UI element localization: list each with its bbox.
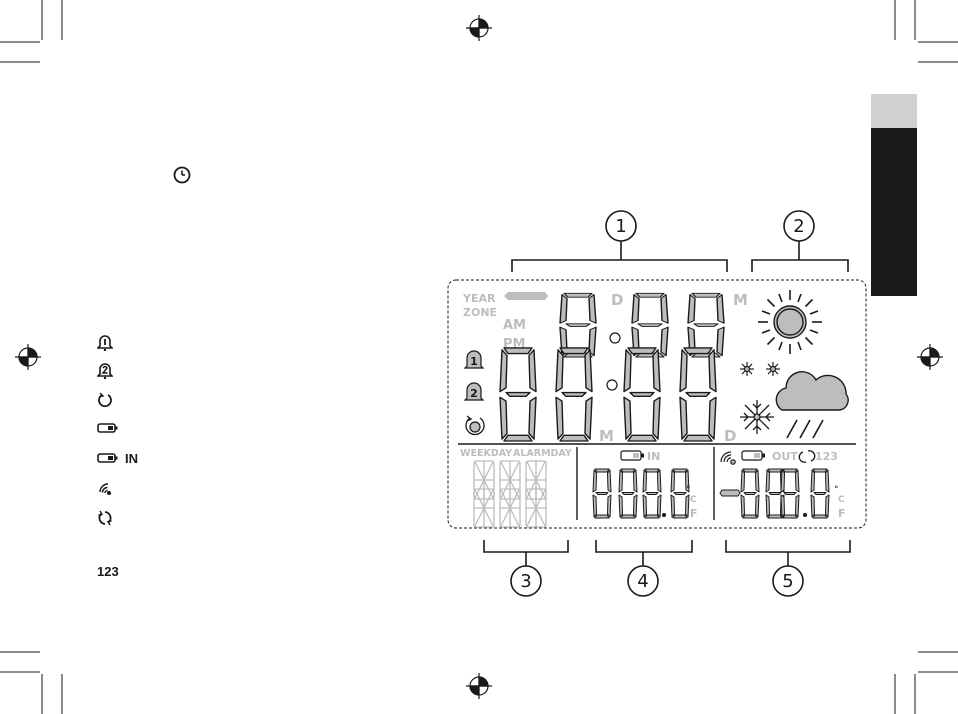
colon-dot — [610, 333, 620, 343]
lcd-alarm-1-glyph: 1 — [470, 355, 478, 368]
outdoor-temp-digits — [720, 469, 829, 518]
lcd-time-digit — [556, 348, 592, 441]
outdoor-unit-f: F — [838, 507, 846, 520]
d-top-label: D — [611, 291, 623, 309]
lcd-time-digit — [680, 348, 716, 441]
outdoor-refresh-icon — [799, 451, 814, 462]
colon-dot — [607, 380, 617, 390]
snowflake-small-icon — [740, 362, 780, 376]
outdoor-signal-icon — [721, 452, 735, 464]
sun-icon — [758, 290, 822, 354]
cloud-icon — [776, 372, 848, 410]
m-top-label: M — [733, 291, 748, 309]
year-digit-bar — [504, 292, 548, 300]
lcd-time-digit — [624, 348, 660, 441]
indoor-unit-f: F — [690, 507, 698, 520]
year-label: YEAR — [462, 292, 496, 305]
lcd-alarm-1-icon: 1 — [465, 351, 483, 368]
indoor-temp-digits — [593, 469, 689, 518]
m-bottom-label: M — [599, 427, 614, 445]
zone-label: ZONE — [463, 306, 497, 319]
outdoor-degree-c: ° — [834, 485, 839, 495]
outdoor-unit-c: C — [838, 495, 845, 505]
snowflake-large-icon — [740, 400, 774, 434]
lcd-time-digit — [500, 348, 536, 441]
indoor-unit-c: C — [690, 495, 697, 505]
outdoor-battery-icon — [742, 451, 765, 460]
indoor-battery-icon — [621, 451, 644, 460]
d-bottom-label: D — [724, 427, 736, 445]
weekday-14seg-display — [474, 461, 546, 527]
lcd-snooze-icon — [466, 416, 484, 434]
lcd-alarm-2-glyph: 2 — [470, 387, 478, 400]
lcd-alarm-2-icon: 2 — [465, 383, 483, 400]
alarmday-label: ALARMDAY — [513, 448, 572, 459]
weekday-label: WEEKDAY — [460, 448, 512, 459]
am-label: AM — [503, 318, 526, 333]
outdoor-out-label: OUT — [772, 450, 798, 463]
rain-icon — [787, 420, 823, 438]
indoor-degree-c: ° — [686, 485, 691, 495]
outdoor-channel-label: 123 — [815, 450, 838, 463]
indoor-in-label: IN — [647, 450, 660, 463]
